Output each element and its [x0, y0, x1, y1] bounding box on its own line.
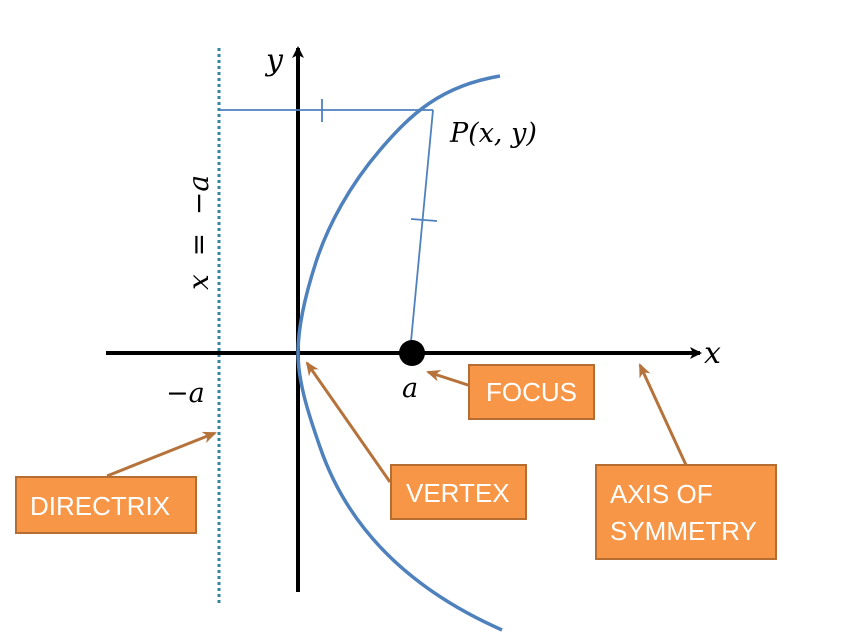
axis-of-symmetry-label-line1: AXIS OF — [610, 479, 713, 509]
axis-of-symmetry-callout-box — [595, 464, 777, 560]
distance-to-focus — [409, 109, 434, 353]
focus-a-label: a — [402, 373, 418, 404]
axis-of-symmetry-label-line2: SYMMETRY — [610, 516, 757, 546]
directrix-callout-box — [15, 476, 197, 534]
vertex-callout-box — [390, 464, 527, 520]
vertex-callout-label: VERTEX — [406, 478, 510, 508]
x-axis-label: x — [704, 336, 721, 371]
directrix-equation: x = −a — [182, 175, 215, 290]
focus-arrow — [426, 370, 472, 388]
y-axis-label: y — [264, 43, 284, 78]
axis-of-symmetry-arrow — [638, 363, 688, 466]
point-p-label: P(x, y) — [449, 118, 537, 149]
neg-a-label: −a — [166, 378, 205, 409]
tick-mark-slanted — [410, 218, 438, 222]
vertex-arrow — [305, 361, 392, 483]
focus-callout-box — [468, 364, 595, 420]
parabola-curve — [296, 74, 503, 632]
directrix-arrow — [106, 431, 217, 478]
focus-point — [399, 340, 425, 366]
directrix-callout-label: DIRECTRIX — [30, 491, 170, 521]
focus-callout-label: FOCUS — [486, 377, 577, 407]
